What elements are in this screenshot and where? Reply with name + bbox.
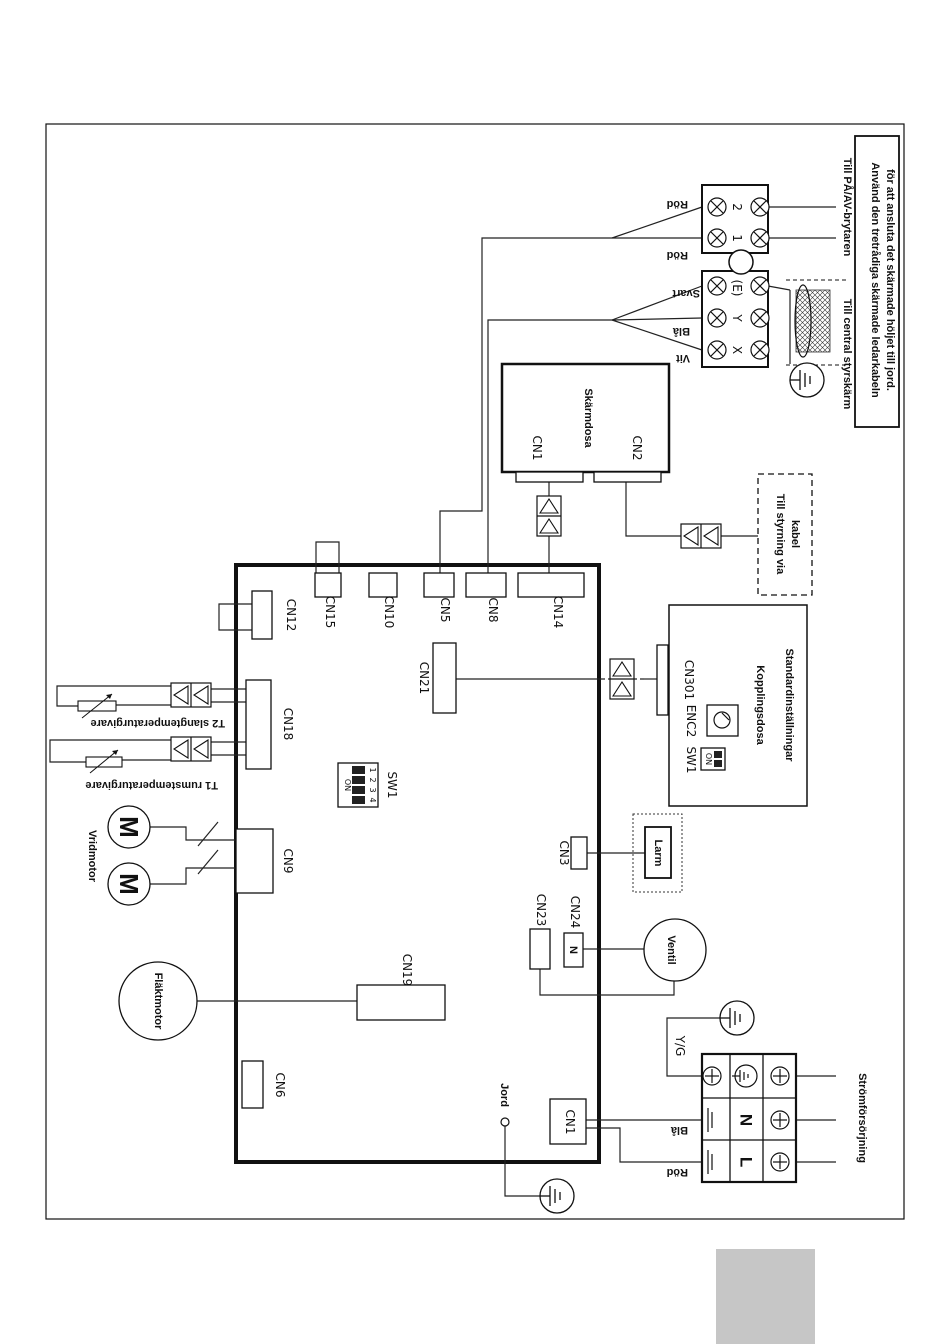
t2-sensor-label: T2 slangtemperaturgivare	[91, 717, 226, 729]
till-pa-av-label: Till PÅ/AV-brytaren	[841, 158, 854, 257]
kopplingsdosa-sw1: SW1	[684, 746, 698, 773]
earth-symbol-board	[539, 1178, 575, 1214]
skarmdosa-box: Skärmdosa CN1 CN2	[500, 362, 671, 483]
svart-label: Svart	[672, 287, 700, 299]
kopplingsdosa-enc2: ENC2	[684, 705, 698, 738]
connector-cn6: CN6	[273, 1073, 287, 1098]
jord-terminal	[500, 1117, 510, 1127]
dip-on-label: ON	[343, 779, 352, 791]
flaktmotor-label: Fläktmotor	[152, 973, 164, 1031]
connector-cn12: CN12	[284, 599, 298, 632]
larm-label: Larm	[652, 840, 664, 867]
connector-cn21: CN21	[417, 662, 431, 695]
connector-cn19: CN19	[400, 954, 414, 987]
till-styrning-label: Till styrning via	[774, 494, 786, 575]
vridmotor-label: Vridmotor	[86, 830, 98, 883]
kopplingsdosa-on: ON	[704, 753, 713, 765]
dip-num-3: 3	[368, 787, 377, 792]
power-bla-label: Blå	[670, 1124, 688, 1136]
motor-symbol-1: M	[114, 816, 144, 838]
dip-num-4: 4	[368, 797, 377, 802]
connector-cn15: CN15	[323, 596, 337, 629]
kopplingsdosa-cn301: CN301	[682, 660, 696, 700]
terminal-y-label: Y	[730, 313, 744, 322]
connector-cn3: CN3	[557, 841, 571, 866]
board-connectors: CN12 CN15 CN10 CN5 CN8 CN14 CN21 CN18 CN…	[235, 572, 588, 1145]
page-tab-marker	[716, 1249, 815, 1344]
connector-cn14: CN14	[551, 596, 565, 629]
plug-cn14-skarmdosa	[536, 495, 562, 537]
terminal-n-label: N	[737, 1114, 756, 1126]
flaktmotor-group: Fläktmotor	[118, 961, 198, 1041]
connector-cn10: CN10	[382, 596, 396, 629]
kabel-label: kabel	[789, 520, 801, 548]
connector-cn24: CN24	[568, 896, 582, 929]
motor-symbol-2: M	[114, 873, 144, 895]
connector-cn1: CN1	[563, 1110, 577, 1135]
t1-sensor: T1 rumstemperaturgivare	[85, 736, 218, 791]
t1-sensor-label: T1 rumstemperaturgivare	[85, 779, 218, 791]
connector-cn23: CN23	[534, 894, 548, 927]
vridmotor-group: M M Vridmotor	[86, 805, 151, 906]
dip-switch-sw1: ON 1 2 3 4 SW1	[337, 762, 399, 808]
dip-num-2: 2	[368, 777, 377, 782]
jord-label: Jord	[498, 1083, 510, 1107]
outer-frame	[45, 123, 905, 1220]
power-rod-label: Röd	[667, 1166, 688, 1178]
earth-symbol-shield	[789, 362, 825, 398]
cable-control-box: Till styrning via kabel	[757, 473, 813, 596]
ventil-group: Ventil	[643, 918, 707, 982]
top-bla-label: Blå	[672, 325, 690, 337]
ventil-label: Ventil	[665, 935, 677, 964]
till-central-label: Till central styrskärm	[841, 299, 853, 410]
power-terminal-block: N L	[700, 1052, 798, 1184]
plug-cn21-kopplingsdosa	[609, 658, 635, 700]
terminal-x-label: X	[730, 346, 744, 354]
yg-label: Y/G	[673, 1035, 687, 1057]
shield-note-line-2: för att ansluta det skärmade höljet till…	[884, 169, 896, 391]
kopplingsdosa-subtitle: Standardinställningar	[783, 648, 795, 762]
kopplingsdosa-title: Kopplingsdosa	[754, 665, 766, 745]
plug-cable-control	[680, 523, 722, 549]
skarmdosa-cn1: CN1	[530, 436, 544, 461]
connector-n-label: N	[567, 946, 579, 954]
top-terminal-block: 2 1 (E) Y X	[701, 184, 770, 368]
skarmdosa-cn2: CN2	[630, 436, 644, 461]
top-rod-label-1: Röd	[667, 198, 688, 210]
connector-cn5: CN5	[438, 598, 452, 623]
kopplingsdosa-box: CN301 ENC2 ON SW1 Kopplingsdosa Standard…	[656, 604, 808, 807]
terminal-1-label: 1	[730, 234, 744, 242]
dip-sw1-label: SW1	[385, 771, 399, 798]
terminal-e-label: (E)	[730, 280, 744, 297]
earth-symbol-power	[719, 1000, 755, 1036]
terminal-2-label: 2	[730, 203, 744, 211]
shield-note-box: Använd den tretrådiga skärmade ledarkabe…	[854, 135, 900, 428]
t2-sensor: T2 slangtemperaturgivare	[77, 682, 226, 729]
larm-box: Larm	[632, 813, 683, 893]
shield-note-line-1: Använd den tretrådiga skärmade ledarkabe…	[869, 162, 881, 398]
dip-num-1: 1	[368, 767, 377, 772]
connector-cn9: CN9	[281, 849, 295, 874]
terminal-l-label: L	[737, 1157, 756, 1167]
stromforsorjning-label: Strömförsörjning	[856, 1073, 868, 1163]
top-rod-label-2: Röd	[667, 249, 688, 261]
connector-cn8: CN8	[486, 598, 500, 623]
shielded-cable	[786, 279, 848, 366]
vit-label: Vit	[676, 352, 690, 364]
skarmdosa-title: Skärmdosa	[582, 388, 594, 448]
connector-cn18: CN18	[281, 708, 295, 741]
